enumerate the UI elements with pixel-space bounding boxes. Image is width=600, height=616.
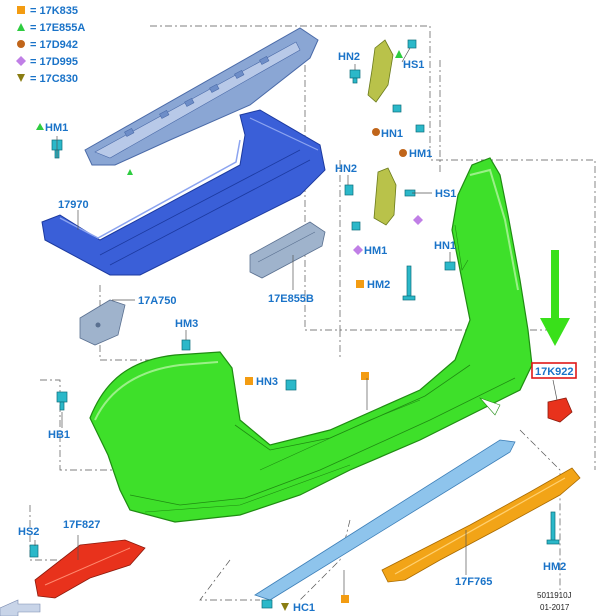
clip-icon [29, 544, 39, 558]
label-hc1: HC1 [293, 602, 315, 614]
legend-circle-marker [17, 40, 25, 48]
skid-plate-17f765 [381, 467, 581, 583]
footer: 5011910J 01-2017 [537, 591, 572, 612]
screw-icon [546, 511, 560, 545]
clip-icon [56, 391, 68, 411]
label-hn1-top: HN1 [381, 128, 403, 140]
lower-trim-strip [254, 439, 516, 601]
side-bracket-lower [373, 167, 397, 226]
bracket-17a750 [79, 299, 126, 346]
label-hm3: HM3 [175, 318, 198, 330]
view-arrow-icon [0, 599, 41, 616]
label-hs1-mid: HS1 [435, 188, 456, 200]
highlight-box-17k922 [531, 362, 577, 379]
label-hm1-top: HM1 [45, 122, 68, 134]
screw-icon [402, 265, 416, 301]
label-hm2-mid: HM2 [367, 279, 390, 291]
clip-icon [261, 599, 273, 609]
clip-icon [415, 124, 425, 133]
clip-icon [407, 39, 417, 49]
legend-item-1: = 17K835 [30, 5, 78, 17]
bumper-beam-17970 [41, 109, 326, 276]
legend: = 17K835 = 17E855A = 17D942 = 17D995 = 1… [16, 5, 85, 85]
side-bracket-upper [367, 39, 394, 103]
leader-lines [34, 47, 558, 595]
arrow-down-icon [540, 250, 570, 346]
legend-diamond-marker [16, 56, 26, 66]
legend-item-5: = 17C830 [30, 73, 78, 85]
absorber-17e855b [249, 221, 326, 279]
bumper-cover [89, 157, 533, 523]
label-hm2-bottom: HM2 [543, 561, 566, 573]
part-labels: HM1 17970 17A750 17E855B HM3 HN3 HB1 HS2… [18, 51, 577, 614]
clip-icon [181, 339, 191, 351]
legend-item-2: = 17E855A [30, 22, 85, 34]
clip-icon [349, 69, 361, 84]
label-hs2: HS2 [18, 526, 39, 538]
label-17k922: 17K922 [535, 366, 574, 378]
clip-icon [351, 221, 361, 231]
clip-icon [285, 379, 297, 391]
legend-item-3: = 17D942 [30, 39, 78, 51]
label-hn2-mid: HN2 [335, 163, 357, 175]
label-hn2-top: HN2 [338, 51, 360, 63]
label-17f765: 17F765 [455, 576, 492, 588]
clip-icon [344, 184, 354, 196]
clip-icon [392, 104, 402, 113]
label-17e855b: 17E855B [268, 293, 314, 305]
legend-square-marker [17, 6, 25, 14]
drawing-date: 01-2017 [540, 603, 570, 612]
reflector-17k922 [547, 397, 573, 423]
callout-markers [36, 50, 423, 611]
bracket-17f827 [34, 539, 146, 599]
legend-item-4: = 17D995 [30, 56, 78, 68]
drawing-id: 5011910J [537, 591, 572, 600]
label-hn1-right: HN1 [434, 240, 456, 252]
label-hm1-low: HM1 [364, 245, 387, 257]
label-hn3: HN3 [256, 376, 278, 388]
clip-icon [444, 261, 456, 271]
label-hb1: HB1 [48, 429, 70, 441]
legend-triangle-marker [17, 23, 25, 31]
upper-reinforcement [84, 27, 319, 166]
legend-triangle-down-marker [17, 74, 25, 82]
label-17970: 17970 [58, 199, 89, 211]
label-hs1-top: HS1 [403, 59, 424, 71]
label-hm1-mid: HM1 [409, 148, 432, 160]
label-17a750: 17A750 [138, 295, 177, 307]
label-17f827: 17F827 [63, 519, 100, 531]
